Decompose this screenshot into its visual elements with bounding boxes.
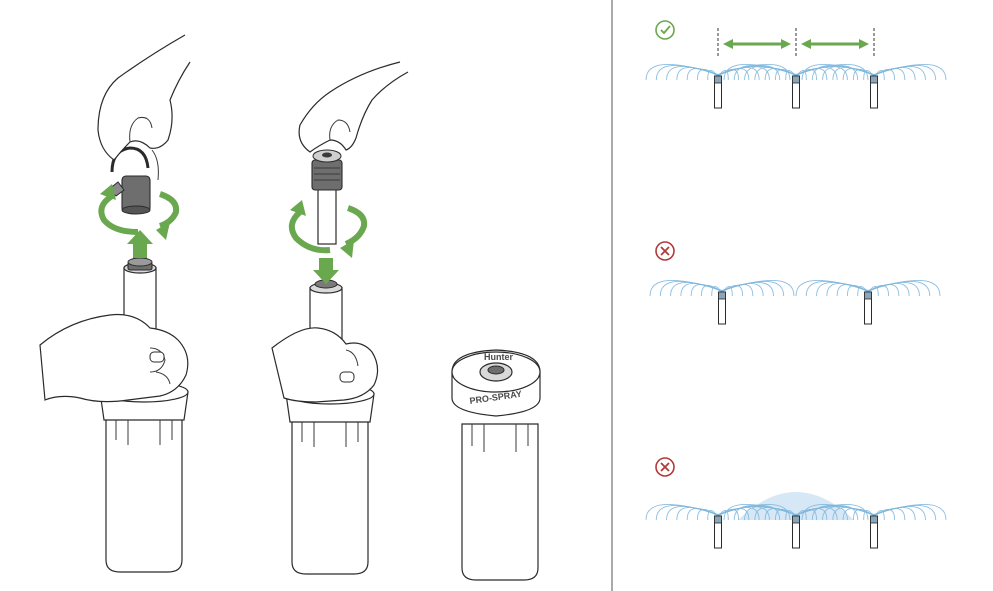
- sprinkler-head-icon: [792, 515, 800, 549]
- down-arrow-icon: [313, 258, 339, 284]
- spacing-arrow-icon: [801, 39, 869, 49]
- nozzle-icon: [311, 149, 343, 245]
- hand-icon: [39, 313, 189, 403]
- spacing-example-correct: [645, 20, 947, 109]
- cross-icon: [655, 241, 675, 261]
- hand-icon: [298, 61, 409, 153]
- sprinkler-head-icon: [718, 291, 726, 325]
- step-install-nozzle: PRO-SPRAY: [271, 61, 409, 575]
- sprinkler-head-icon: [864, 291, 872, 325]
- spray-pattern: [801, 504, 947, 521]
- sprinkler-body-icon: Hunter PRO-SPRAY: [451, 349, 541, 581]
- step-finished-body: Hunter PRO-SPRAY: [451, 349, 541, 581]
- sprinkler-head-icon: [870, 515, 878, 549]
- overlap-zone: [738, 492, 854, 520]
- nozzle-icon: [107, 146, 151, 215]
- sprinkler-body-icon: PRO-SPRAY: [285, 383, 375, 575]
- sprinkler-body-icon: PRO-SPRAY: [99, 381, 189, 573]
- spacing-example-incorrect: [649, 241, 941, 325]
- sprinkler-head-icon: [870, 75, 878, 109]
- sprinkler-head-icon: [714, 515, 722, 549]
- check-icon: [655, 20, 675, 40]
- hand-icon: [271, 327, 379, 403]
- spacing-example-incorrect: [645, 457, 947, 549]
- spacing-examples: [645, 20, 947, 549]
- up-arrow-icon: [127, 230, 153, 258]
- cross-icon: [655, 457, 675, 477]
- spray-pattern: [795, 280, 941, 297]
- rotate-arrows-icon: [288, 200, 368, 258]
- spacing-arrow-icon: [723, 39, 791, 49]
- rotate-arrows-icon: [98, 184, 180, 240]
- brand-logo: Hunter: [484, 352, 513, 362]
- hand-icon: [97, 34, 191, 181]
- step-remove-nozzle: PRO-SPRAY: [39, 34, 191, 573]
- sprinkler-head-icon: [714, 75, 722, 109]
- sprinkler-head-icon: [792, 75, 800, 109]
